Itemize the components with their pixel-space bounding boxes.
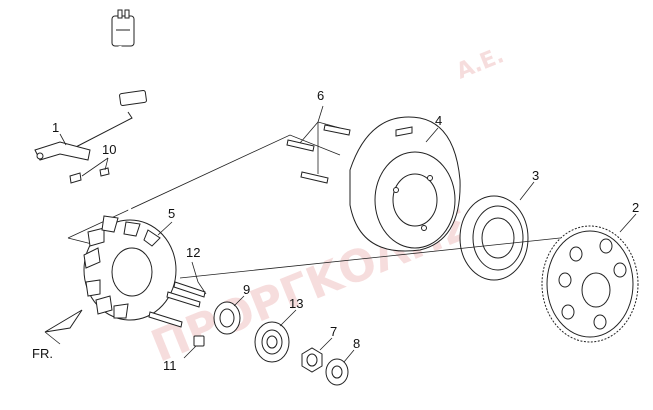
callout-11: 11 [163, 358, 177, 373]
callout-10: 10 [102, 142, 116, 157]
callout-7: 7 [330, 324, 337, 339]
callout-12: 12 [186, 245, 200, 260]
part-6-bolts [286, 124, 351, 184]
part-1-clamp [34, 141, 91, 161]
callout-4: 4 [435, 113, 442, 128]
part-2-driven-gear [541, 225, 639, 343]
part-11-bolt-and-nut [148, 311, 205, 347]
part-9-oil-seal [213, 301, 241, 335]
front-direction-arrow [44, 309, 83, 345]
part-7-nut [301, 347, 323, 373]
callout-5: 5 [168, 206, 175, 221]
callout-1: 1 [52, 120, 59, 135]
callout-8: 8 [353, 336, 360, 351]
part-3-starter-clutch [459, 195, 529, 281]
callout-2: 2 [632, 200, 639, 215]
part-5-stator [83, 215, 177, 321]
assembly-frame [67, 134, 341, 245]
callout-3: 3 [532, 168, 539, 183]
part-13-bearing [254, 321, 290, 363]
part-8-washer [325, 358, 349, 386]
part-10-screws [69, 167, 110, 184]
callout-6: 6 [317, 88, 324, 103]
callout-9: 9 [243, 282, 250, 297]
callout-13: 13 [289, 296, 303, 311]
part-12-bolts [166, 281, 206, 308]
watermark-suffix: Α.Ε. [453, 43, 508, 84]
wiring-harness [69, 9, 147, 231]
assembly-axis [179, 237, 561, 279]
part-4-flywheel-rotor [349, 116, 461, 252]
front-direction-label: FR. [32, 346, 53, 361]
